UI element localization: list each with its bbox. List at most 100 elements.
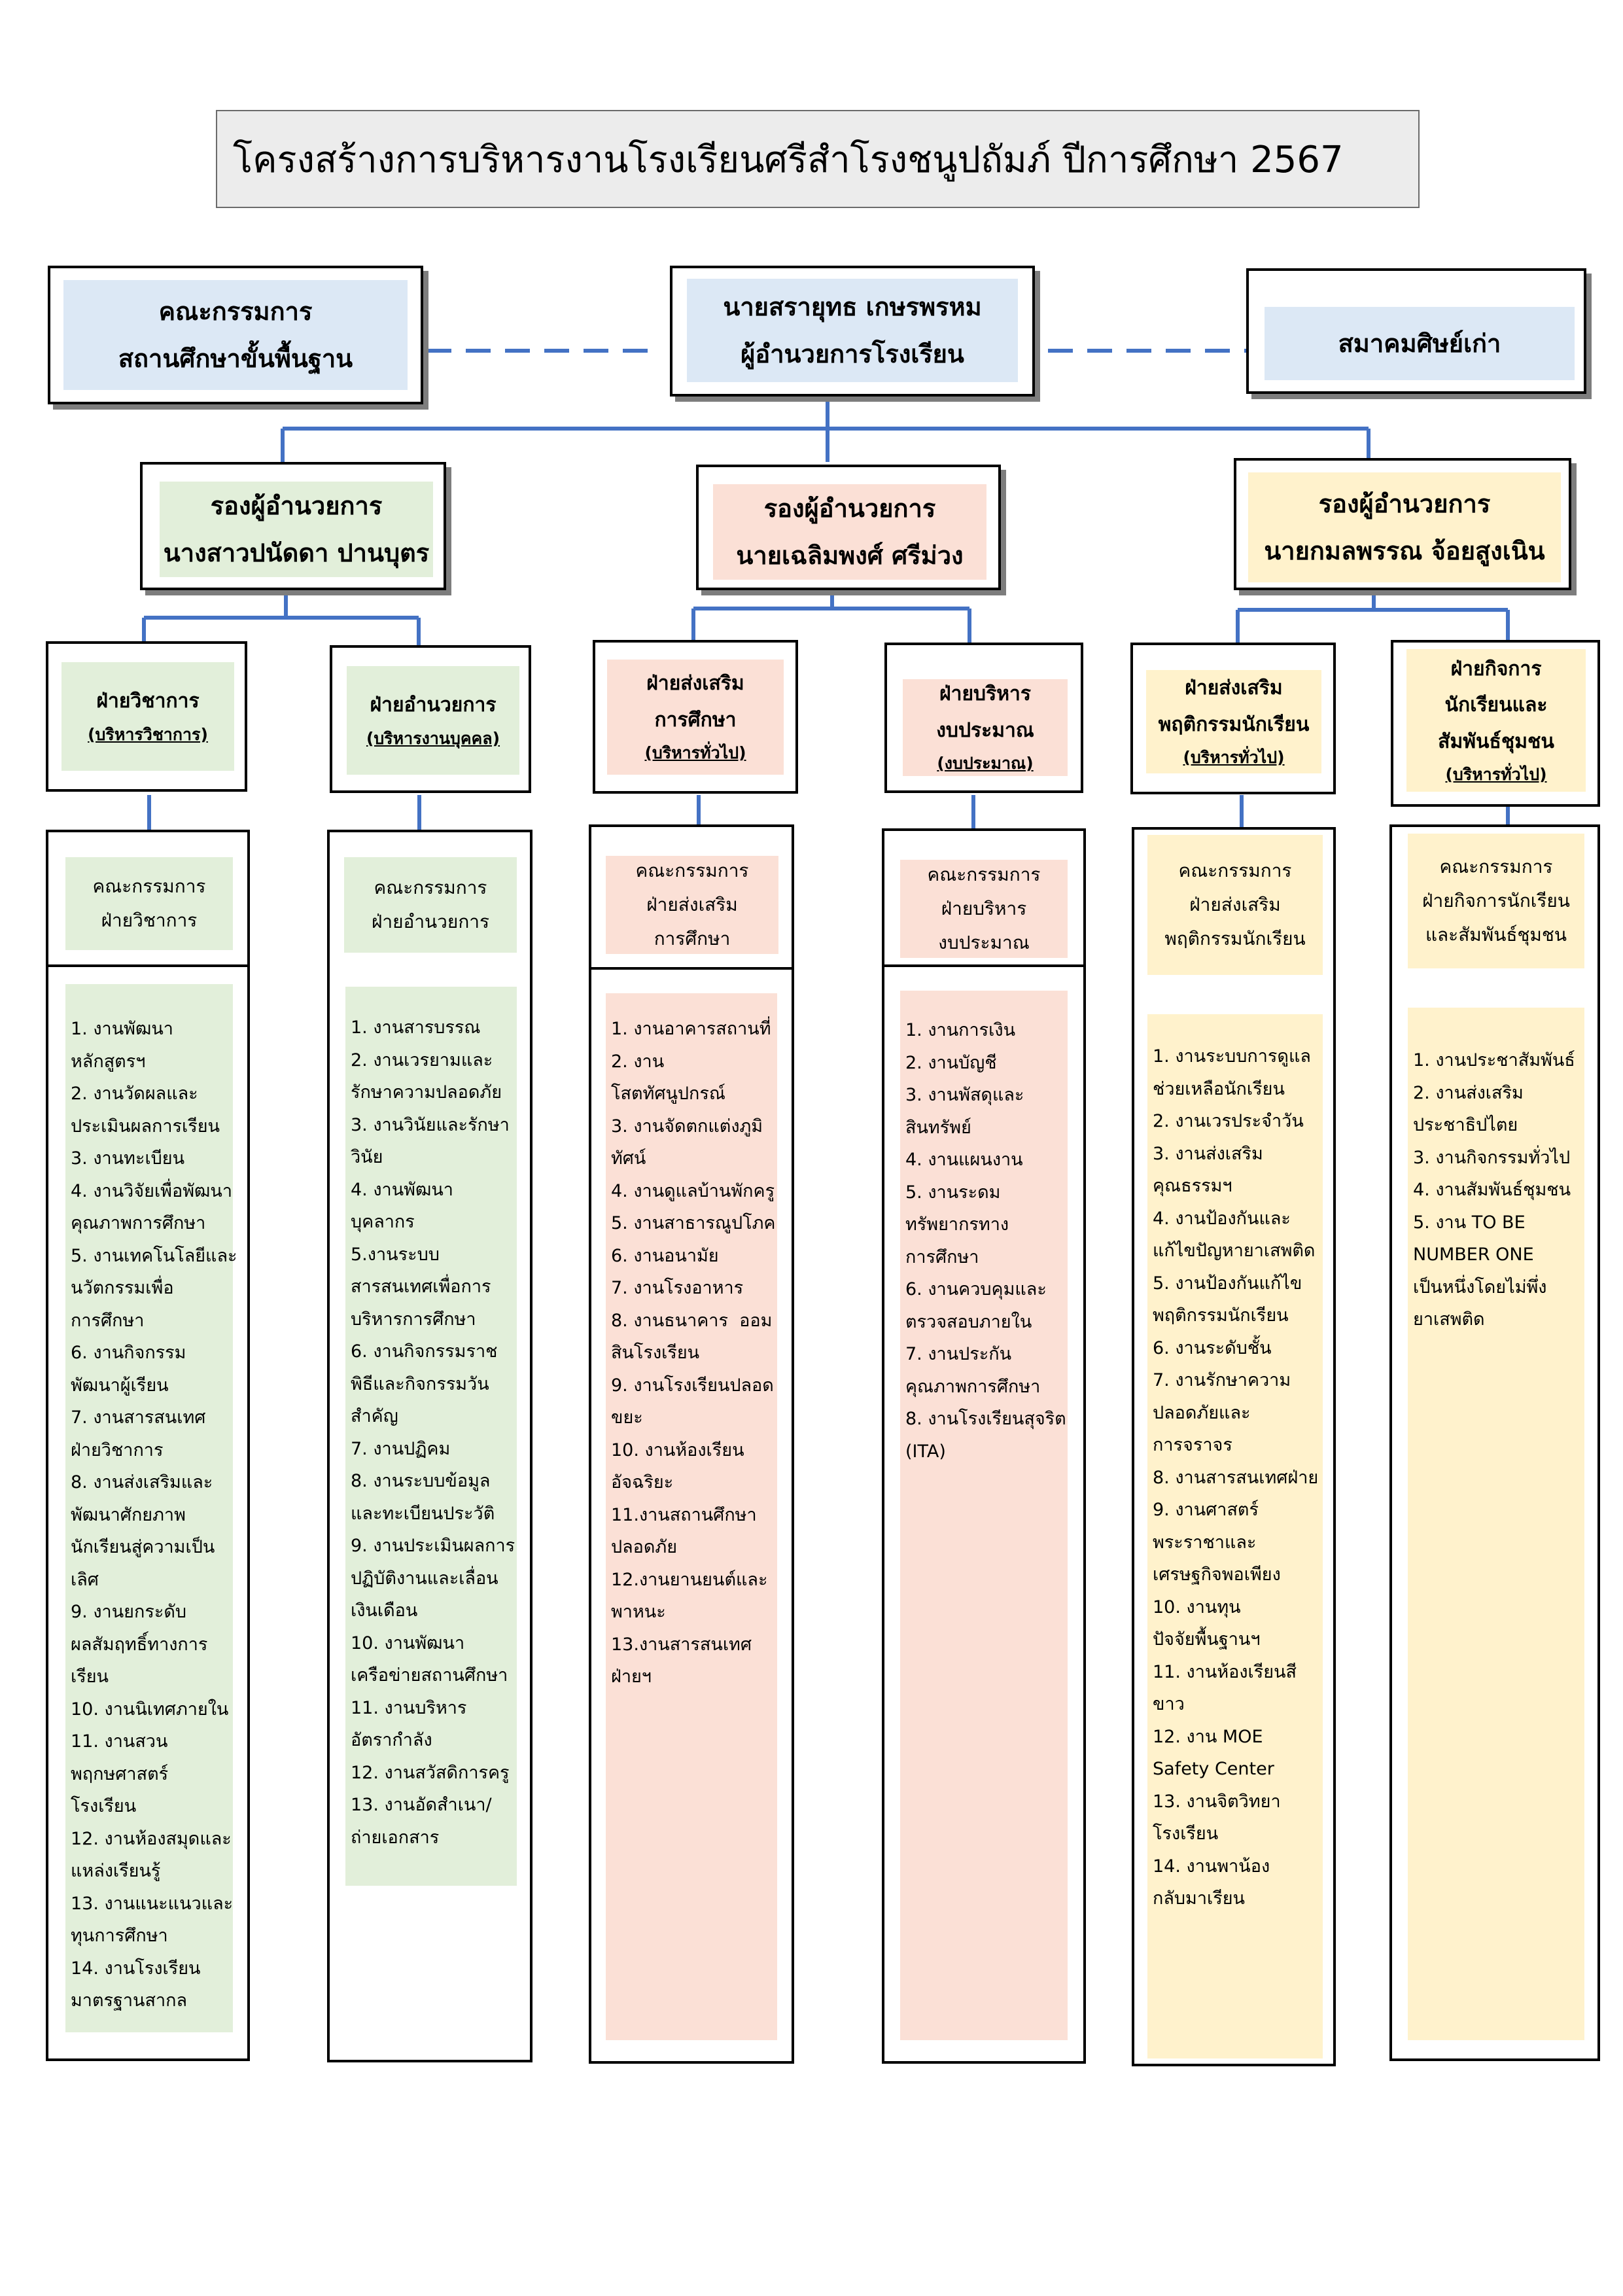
task-item: 4. งานสัมพันธ์ชุมชน bbox=[1413, 1180, 1571, 1200]
alumni-text: สมาคมศิษย์เก่า bbox=[1338, 328, 1501, 358]
task-item: 12. งาน MOE bbox=[1153, 1726, 1263, 1747]
task-item: 7. งานโรงอาหาร bbox=[611, 1278, 744, 1298]
task-item: นักเรียนสู่ความเป็น bbox=[71, 1537, 215, 1557]
task-item: 1. งานการเงิน bbox=[905, 1020, 1016, 1040]
committee-5-line-1: คณะกรรมการ bbox=[1178, 860, 1292, 882]
task-item: บุคลากร bbox=[351, 1212, 415, 1232]
task-item: คุณภาพการศึกษา bbox=[71, 1213, 206, 1233]
task-item: รักษาความปลอดภัย bbox=[351, 1082, 502, 1103]
deputy-box-2: รองผู้อำนวยการ นายเฉลิมพงศ์ ศรีม่วง bbox=[696, 465, 1001, 590]
task-item: (ITA) bbox=[905, 1441, 946, 1462]
task-item: 14. งานพาน้อง bbox=[1153, 1856, 1270, 1877]
dept-5-name-1: ฝ่ายส่งเสริม bbox=[1185, 677, 1283, 700]
dept-box-2: ฝ่ายอำนวยการ (บริหารงานบุคคล) bbox=[330, 645, 531, 793]
task-item: ประชาธิปไตย bbox=[1413, 1115, 1518, 1135]
task-item: ปฏิบัติงานและเลื่อน bbox=[351, 1568, 498, 1589]
task-item: พฤกษศาสตร์ bbox=[71, 1763, 169, 1784]
task-item: 1. งานระบบการดูแล bbox=[1153, 1046, 1311, 1067]
task-item: อัจฉริยะ bbox=[611, 1472, 674, 1492]
dept-3-name-1: ฝ่ายส่งเสริม bbox=[646, 672, 744, 696]
dept-3-name-2: การศึกษา bbox=[654, 708, 737, 732]
dept-2-label: ฝ่ายอำนวยการ (บริหารงานบุคคล) bbox=[347, 666, 519, 775]
task-item: ทรัพยากรทาง bbox=[905, 1214, 1009, 1235]
tasks-box-1: 1. งานพัฒนา หลักสูตรฯ 2. งานวัดผลและ ประ… bbox=[46, 964, 250, 2061]
task-item: 13.งานสารสนเทศ bbox=[611, 1634, 752, 1655]
board-box: คณะกรรมการ สถานศึกษาขั้นพื้นฐาน bbox=[48, 266, 423, 404]
task-item: 13. งานแนะแนวและ bbox=[71, 1893, 234, 1914]
committee-4-line-2: ฝ่ายบริหาร bbox=[941, 898, 1027, 920]
task-item: 1. งานประชาสัมพันธ์ bbox=[1413, 1050, 1575, 1070]
task-item: 7. งานประกัน bbox=[905, 1344, 1012, 1364]
tasks-box-4: 1. งานการเงิน 2. งานบัญชี 3. งานพัสดุและ… bbox=[882, 964, 1086, 2064]
task-item: เป็นหนึ่งโดยไม่พึ่ง bbox=[1413, 1277, 1547, 1298]
task-item: 12.งานยานยนต์และ bbox=[611, 1569, 768, 1590]
task-item: 2. งาน bbox=[611, 1051, 665, 1072]
task-item: ทัศน์ bbox=[611, 1148, 646, 1169]
column-box-6: คณะกรรมการ ฝ่ายกิจการนักเรียน และสัมพันธ… bbox=[1389, 824, 1600, 2061]
column-box-5: คณะกรรมการ ฝ่ายส่งเสริม พฤติกรรมนักเรียน… bbox=[1132, 827, 1336, 2066]
dept-5-sub: (บริหารทั่วไป) bbox=[1183, 748, 1285, 768]
task-item: ประเมินผลการเรียน bbox=[71, 1116, 220, 1137]
alumni-label: สมาคมศิษย์เก่า bbox=[1265, 307, 1575, 380]
alumni-box: สมาคมศิษย์เก่า bbox=[1246, 268, 1586, 394]
task-item: ทุนการศึกษา bbox=[71, 1926, 168, 1946]
committee-5-label: คณะกรรมการ ฝ่ายส่งเสริม พฤติกรรมนักเรียน bbox=[1147, 835, 1323, 975]
task-item: อัตรากำลัง bbox=[351, 1730, 432, 1750]
task-item: โรงเรียน bbox=[1153, 1824, 1219, 1844]
task-item: ถ่ายเอกสาร bbox=[351, 1827, 440, 1848]
task-item: ผลสัมฤทธิ์ทางการ bbox=[71, 1634, 208, 1655]
task-item: 5. งานป้องกันแก้ไข bbox=[1153, 1273, 1302, 1294]
committee-1-line-1: คณะกรรมการ bbox=[92, 875, 206, 898]
task-item: 11. งานบริหาร bbox=[351, 1697, 467, 1718]
director-label: นายสรายุทธ เกษรพรหม ผู้อำนวยการโรงเรียน bbox=[687, 279, 1018, 382]
dept-1-label: ฝ่ายวิชาการ (บริหารวิชาการ) bbox=[61, 662, 234, 771]
task-item: พัฒนาศักยภาพ bbox=[71, 1504, 186, 1525]
task-item: ปัจจัยพื้นฐานฯ bbox=[1153, 1629, 1261, 1650]
task-item: 8. งานธนาคาร ออม bbox=[611, 1310, 773, 1331]
dept-box-5: ฝ่ายส่งเสริม พฤติกรรมนักเรียน (บริหารทั่… bbox=[1130, 643, 1336, 794]
task-item: พัฒนาผู้เรียน bbox=[71, 1375, 169, 1396]
task-item: แหล่งเรียนรู้ bbox=[71, 1861, 161, 1881]
task-item: 3. งานกิจกรรมทั่วไป bbox=[1413, 1147, 1571, 1168]
dept-3-sub: (บริหารทั่วไป) bbox=[644, 743, 746, 763]
task-item: เลิศ bbox=[71, 1569, 99, 1590]
task-item: 5. งานสาธารณูปโภค bbox=[611, 1213, 776, 1233]
committee-4-line-1: คณะกรรมการ bbox=[927, 864, 1041, 886]
task-item: 4. งานดูแลบ้านพักครู bbox=[611, 1180, 775, 1201]
task-item: สินทรัพย์ bbox=[905, 1117, 971, 1138]
deputy-1-title: รองผู้อำนวยการ bbox=[210, 491, 383, 520]
dept-4-name-1: ฝ่ายบริหาร bbox=[939, 682, 1031, 706]
task-item: สำคัญ bbox=[351, 1406, 398, 1426]
committee-6-line-1: คณะกรรมการ bbox=[1439, 856, 1553, 878]
page-title-text: โครงสร้างการบริหารงานโรงเรียนศรีสำโรงชนู… bbox=[233, 138, 1344, 181]
task-item: 4. งานแผนงาน bbox=[905, 1150, 1023, 1170]
task-item: 11. งานห้องเรียนสี bbox=[1153, 1661, 1297, 1682]
deputy-2-name: นายเฉลิมพงศ์ ศรีม่วง bbox=[736, 541, 964, 570]
task-item: 9. งานโรงเรียนปลอด bbox=[611, 1375, 774, 1396]
task-item: 9. งานยกระดับ bbox=[71, 1602, 186, 1622]
committee-box-1: คณะกรรมการ ฝ่ายวิชาการ bbox=[46, 830, 250, 967]
task-item: 11. งานสวน bbox=[71, 1731, 168, 1752]
deputy-2-title: รองผู้อำนวยการ bbox=[763, 493, 936, 523]
dept-box-6: ฝ่ายกิจการ นักเรียนและ สัมพันธ์ชุมชน (บร… bbox=[1391, 640, 1600, 807]
task-item: 6. งานอนามัย bbox=[611, 1245, 719, 1266]
task-item: ตรวจสอบภายใน bbox=[905, 1311, 1032, 1332]
task-item: 13. งานอัดสำเนา/ bbox=[351, 1795, 492, 1815]
task-item: 6. งานระดับชั้น bbox=[1153, 1337, 1272, 1358]
committee-box-4: คณะกรรมการ ฝ่ายบริหาร งบประมาณ bbox=[882, 828, 1086, 967]
deputy-3-label: รองผู้อำนวยการ นายกมลพรรณ จ้อยสูงเนิน bbox=[1248, 472, 1561, 582]
deputy-1-name: นางสาวปนัดดา ปานบุตร bbox=[163, 539, 430, 567]
task-item: ช่วยเหลือนักเรียน bbox=[1153, 1078, 1285, 1099]
task-item: เศรษฐกิจพอเพียง bbox=[1153, 1564, 1281, 1585]
dept-4-label: ฝ่ายบริหาร งบประมาณ (งบประมาณ) bbox=[903, 679, 1068, 776]
task-item: Safety Center bbox=[1153, 1759, 1274, 1779]
task-item: 12. งานสวัสดิการครู bbox=[351, 1762, 510, 1783]
deputy-box-1: รองผู้อำนวยการ นางสาวปนัดดา ปานบุตร bbox=[140, 462, 446, 590]
dept-6-name-3: สัมพันธ์ชุมชน bbox=[1438, 730, 1554, 753]
task-item: 3. งานวินัยและรักษา bbox=[351, 1114, 510, 1135]
committee-1-line-2: ฝ่ายวิชาการ bbox=[101, 910, 198, 931]
committee-6-line-2: ฝ่ายกิจการนักเรียน bbox=[1422, 890, 1570, 912]
task-item: หลักสูตรฯ bbox=[71, 1051, 146, 1072]
task-item: สินโรงเรียน bbox=[611, 1343, 700, 1363]
dept-box-4: ฝ่ายบริหาร งบประมาณ (งบประมาณ) bbox=[884, 643, 1083, 793]
